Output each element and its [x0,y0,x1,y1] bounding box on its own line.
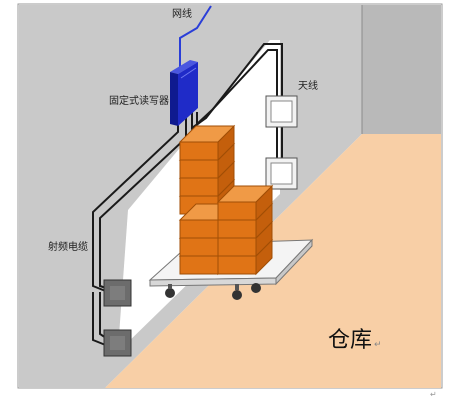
cargo-box [216,184,274,222]
network-cable [179,5,212,72]
antenna-label: 天线 [298,81,318,92]
rf-cable-label: 射频电缆 [48,242,88,253]
cargo-boxes [178,124,274,276]
fixed-reader [170,60,198,126]
antenna-lower [265,157,298,190]
right-wall [362,5,441,134]
reader-label: 固定式读写器 [109,96,169,107]
corner-mark: ↵ [430,390,437,399]
antenna-left-lower [103,329,132,357]
antenna-upper [265,95,298,128]
warehouse-label: 仓库 [328,328,373,353]
cargo-box [178,124,236,162]
antenna-left-upper [103,279,132,307]
network-cable-label: 网线 [172,9,192,20]
warehouse-return-mark: ↵ [374,340,382,350]
